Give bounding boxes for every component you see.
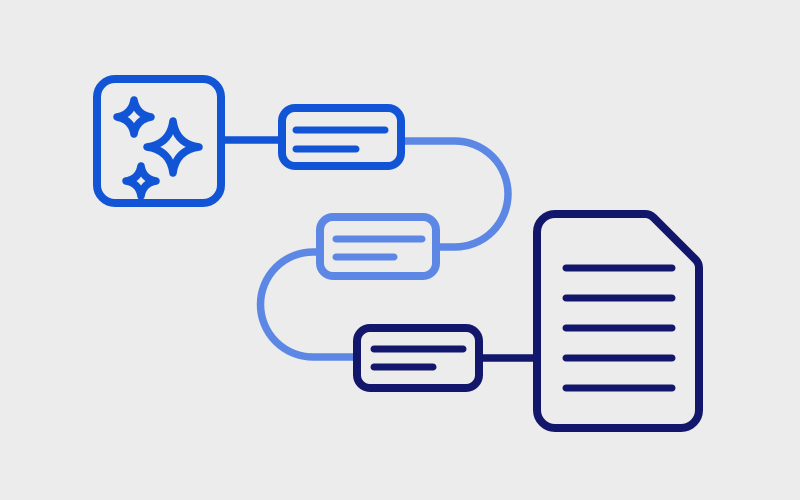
- text-block-1: [278, 104, 405, 170]
- text-block-2-frame: [316, 213, 440, 280]
- text-block-3-frame: [353, 324, 483, 392]
- sparkle-box-frame: [93, 75, 225, 207]
- connector-block2-to-block3: [256, 248, 353, 361]
- ai-sparkle-box: [93, 75, 225, 207]
- text-block-2: [316, 213, 440, 280]
- document-outline: [533, 209, 704, 432]
- sparkle-large-icon: [143, 117, 203, 177]
- connector-block1-to-block2: [405, 137, 512, 251]
- text-block-1-frame: [278, 104, 405, 170]
- sparkle-small-bottom-icon: [122, 162, 160, 200]
- document-icon: [533, 209, 704, 432]
- text-block-3: [353, 324, 483, 392]
- sparkle-small-top-icon: [113, 96, 155, 138]
